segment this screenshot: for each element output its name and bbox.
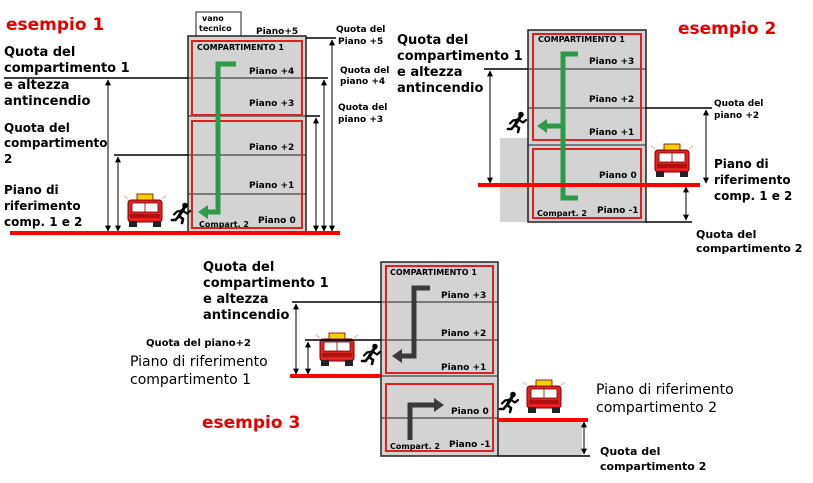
right-quota-5-line: Quota del (336, 25, 385, 35)
left-quota-comp1-line: e altezza (397, 65, 463, 80)
floor-label: Piano +4 (249, 67, 294, 77)
right-quota-5-line: Piano +5 (338, 37, 383, 47)
left-quota-comp1-line: Quota del (203, 260, 274, 275)
floor-label: Piano 0 (599, 171, 637, 181)
route-arrowhead (198, 205, 208, 219)
fire-truck-icon (315, 332, 359, 367)
building-1 (187, 35, 307, 233)
floor-label: Piano +1 (589, 128, 634, 138)
route-arrowhead (537, 119, 547, 133)
example-2-title: esempio 2 (678, 19, 776, 39)
terrain-block (500, 138, 528, 222)
floor-label: Piano +1 (441, 363, 486, 373)
right-quota-3-line: piano +3 (338, 115, 383, 125)
example-1-title: esempio 1 (6, 15, 104, 35)
left-quota-comp1-line: antincendio (397, 81, 483, 96)
fire-truck-icon (123, 193, 167, 228)
compartment-1-label: COMPARTIMENTO 1 (538, 35, 625, 44)
left-reference-line: compartimento 1 (130, 372, 251, 388)
fire-truck-icon (522, 379, 566, 414)
left-reference-line: Piano di (4, 183, 59, 197)
left-quota-comp2-line: Quota del (4, 121, 70, 135)
left-quota-comp1-line: compartimento 1 (397, 49, 523, 64)
left-quota-comp2-line: compartimento (4, 136, 107, 150)
floor-label: Piano -1 (597, 206, 638, 216)
left-quota-comp1-line: e altezza (203, 292, 269, 307)
example-1: esempio 1 vano tecnico COMPARTIMENTO 1 C… (4, 11, 389, 235)
right-quota-comp2-line: compartimento 2 (600, 460, 706, 473)
floor-label: Piano +3 (249, 99, 294, 109)
evacuation-route (203, 61, 236, 215)
left-reference-line: comp. 1 e 2 (4, 215, 82, 229)
evacuation-route (398, 285, 430, 359)
compartment-1-box (191, 40, 303, 116)
running-person-icon (360, 342, 382, 366)
compartment-2-label: Compart. 2 (390, 442, 440, 451)
compartment-2-label: Compart. 2 (199, 220, 249, 229)
evacuation-route (407, 402, 436, 440)
left-quota-comp1-line: compartimento 1 (4, 61, 130, 76)
compartment-1-box (532, 33, 642, 141)
running-person-icon (506, 110, 528, 134)
floor-label: Piano +2 (589, 95, 634, 105)
right-quota-4-line: piano +4 (340, 77, 385, 87)
left-quota-comp1-line: antincendio (203, 308, 289, 323)
floor-label: Piano +2 (249, 143, 294, 153)
left-reference-line: Piano di riferimento (130, 354, 268, 370)
left-quota-comp1-line: compartimento 1 (203, 276, 329, 291)
compartment-2-box (191, 120, 303, 229)
right-quota-comp2-line: compartimento 2 (696, 242, 802, 255)
compartment-1-label: COMPARTIMENTO 1 (390, 268, 477, 277)
left-quota-comp1-line: e altezza (4, 78, 70, 93)
compartment-1-box (385, 265, 494, 374)
vano-tecnico-box (195, 11, 242, 37)
floor-label: Piano +3 (441, 291, 486, 301)
left-quota-2-label: Quota del piano+2 (146, 338, 251, 349)
left-quota-comp2-line: 2 (4, 152, 12, 166)
left-quota-comp1-line: Quota del (397, 33, 468, 48)
floor-label: Piano -1 (449, 440, 490, 450)
compartment-1-label: COMPARTIMENTO 1 (197, 43, 284, 52)
right-quota-comp2-line: Quota del (696, 228, 756, 241)
floor-label: Piano 0 (451, 407, 489, 417)
fire-truck-icon (650, 143, 694, 178)
right-quota-3-line: Quota del (338, 103, 387, 113)
example-3: esempio 3 COMPARTIMENTO 1 Compart. 2 Pia… (130, 260, 734, 473)
floor-label: Piano+5 (256, 27, 298, 37)
vano-tecnico-line1: vano (202, 14, 224, 23)
vano-tecnico-line2: tecnico (199, 24, 232, 33)
route-arrowhead (392, 349, 402, 363)
route-arrowhead (434, 398, 444, 412)
right-reference-line: Piano di (714, 157, 769, 171)
example-3-title: esempio 3 (202, 413, 300, 433)
floor-label: Piano +3 (589, 57, 634, 67)
left-reference-line: riferimento (4, 199, 81, 213)
right-quota-comp2-line: Quota del (600, 445, 660, 458)
terrain-block (498, 420, 582, 456)
right-reference-line: Piano di riferimento (596, 382, 734, 398)
right-quota-2-line: piano +2 (714, 111, 759, 121)
floor-label: Piano +1 (249, 181, 294, 191)
right-reference-line: compartimento 2 (596, 400, 717, 416)
compartment-2-box (385, 383, 494, 452)
right-quota-4-line: Quota del (340, 66, 389, 76)
left-quota-comp1-line: Quota del (4, 45, 75, 60)
floor-label: Piano 0 (258, 216, 296, 226)
compartment-2-label: Compart. 2 (537, 209, 587, 218)
right-reference-line: riferimento (714, 173, 791, 187)
right-quota-2-line: Quota del (714, 99, 763, 109)
left-quota-comp1-line: antincendio (4, 94, 90, 109)
running-person-icon (498, 390, 520, 414)
example-2: esempio 2 COMPARTIMENTO 1 Compart. 2 Pia… (397, 19, 802, 255)
floor-label: Piano +2 (441, 329, 486, 339)
right-reference-line: comp. 1 e 2 (714, 189, 792, 203)
